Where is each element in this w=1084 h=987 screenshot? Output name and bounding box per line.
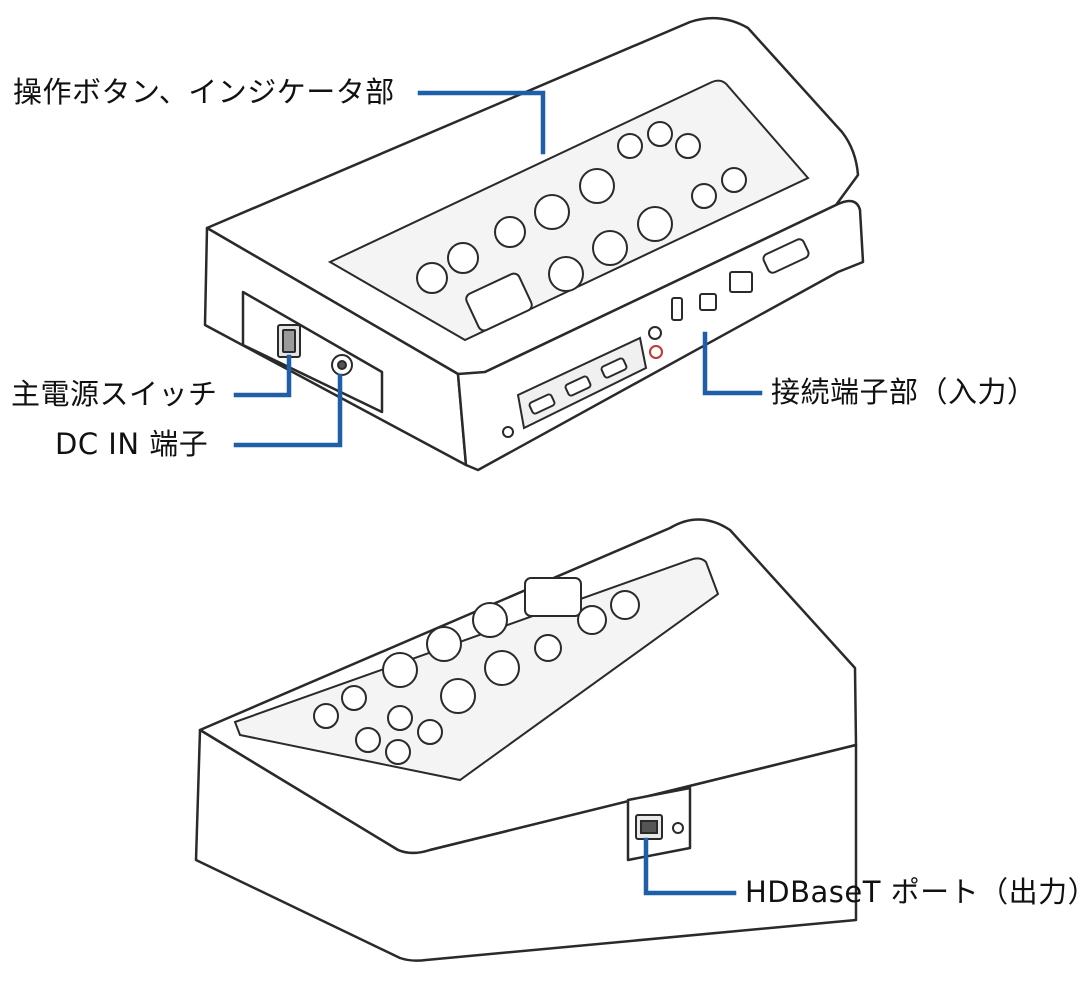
button-bottom-8[interactable] (440, 678, 476, 714)
device-top-left-cutout (241, 290, 384, 414)
button-top-6[interactable] (548, 256, 584, 292)
button-bottom-5[interactable] (484, 650, 520, 686)
label-dc-in: DC IN 端子 (55, 427, 209, 461)
button-top-1[interactable] (416, 262, 448, 294)
button-bottom-2[interactable] (577, 605, 607, 635)
control-panel-bottom (233, 557, 720, 782)
square-button-bottom[interactable] (524, 577, 582, 617)
audio-jack-1[interactable] (648, 326, 662, 340)
hdmi-port-2[interactable] (564, 375, 592, 397)
button-top-4[interactable] (534, 194, 570, 230)
button-bottom-11[interactable] (387, 705, 413, 731)
button-top-13[interactable] (721, 167, 747, 193)
control-panel-top (327, 79, 810, 342)
usb-b-port[interactable] (699, 293, 717, 311)
button-top-2[interactable] (447, 242, 479, 274)
label-inputs: 接続端子部（入力） (771, 375, 1037, 409)
button-bottom-4[interactable] (426, 626, 462, 662)
label-controls: 操作ボタン、インジケータ部 (13, 75, 395, 109)
leader-hdbaset (643, 837, 737, 896)
button-bottom-12[interactable] (417, 719, 443, 745)
button-bottom-3[interactable] (472, 602, 508, 638)
hdmi-port-1[interactable] (528, 393, 556, 415)
button-bottom-6[interactable] (534, 634, 562, 662)
button-top-8[interactable] (637, 206, 673, 242)
button-bottom-10[interactable] (313, 703, 339, 729)
leader-dc-in (233, 373, 343, 448)
hdbaset-port-slot (640, 820, 658, 834)
hdmi-port-3[interactable] (600, 357, 628, 379)
main-power-switch-rocker (282, 329, 296, 353)
input-connectors (502, 238, 810, 438)
button-top-7[interactable] (592, 230, 628, 266)
button-top-3[interactable] (494, 216, 526, 248)
button-top-5[interactable] (579, 168, 615, 204)
lan-port[interactable] (729, 271, 753, 293)
button-top-9[interactable] (617, 133, 643, 159)
leader-controls (417, 90, 546, 155)
usb-a-port[interactable] (671, 297, 683, 321)
screw-left (502, 426, 514, 438)
leader-main-switch (233, 354, 292, 398)
button-top-11[interactable] (675, 133, 701, 159)
hdbaset-screw (672, 822, 684, 834)
hdbaset-output (635, 814, 684, 840)
square-button-top[interactable] (464, 272, 533, 333)
dc-in-jack-core (337, 360, 347, 370)
label-main-switch: 主電源スイッチ (11, 377, 218, 411)
vga-port[interactable] (762, 238, 810, 275)
leader-lines (233, 90, 763, 896)
button-bottom-9[interactable] (341, 685, 367, 711)
leader-inputs (702, 331, 763, 396)
audio-jack-2[interactable] (649, 345, 663, 359)
button-top-12[interactable] (691, 183, 717, 209)
button-bottom-1[interactable] (610, 590, 640, 620)
button-bottom-14[interactable] (385, 739, 411, 765)
button-top-10[interactable] (647, 121, 673, 147)
button-bottom-7[interactable] (382, 652, 418, 688)
button-bottom-13[interactable] (355, 727, 381, 753)
label-hdbaset: HDBaseT ポート（出力） (745, 875, 1084, 909)
